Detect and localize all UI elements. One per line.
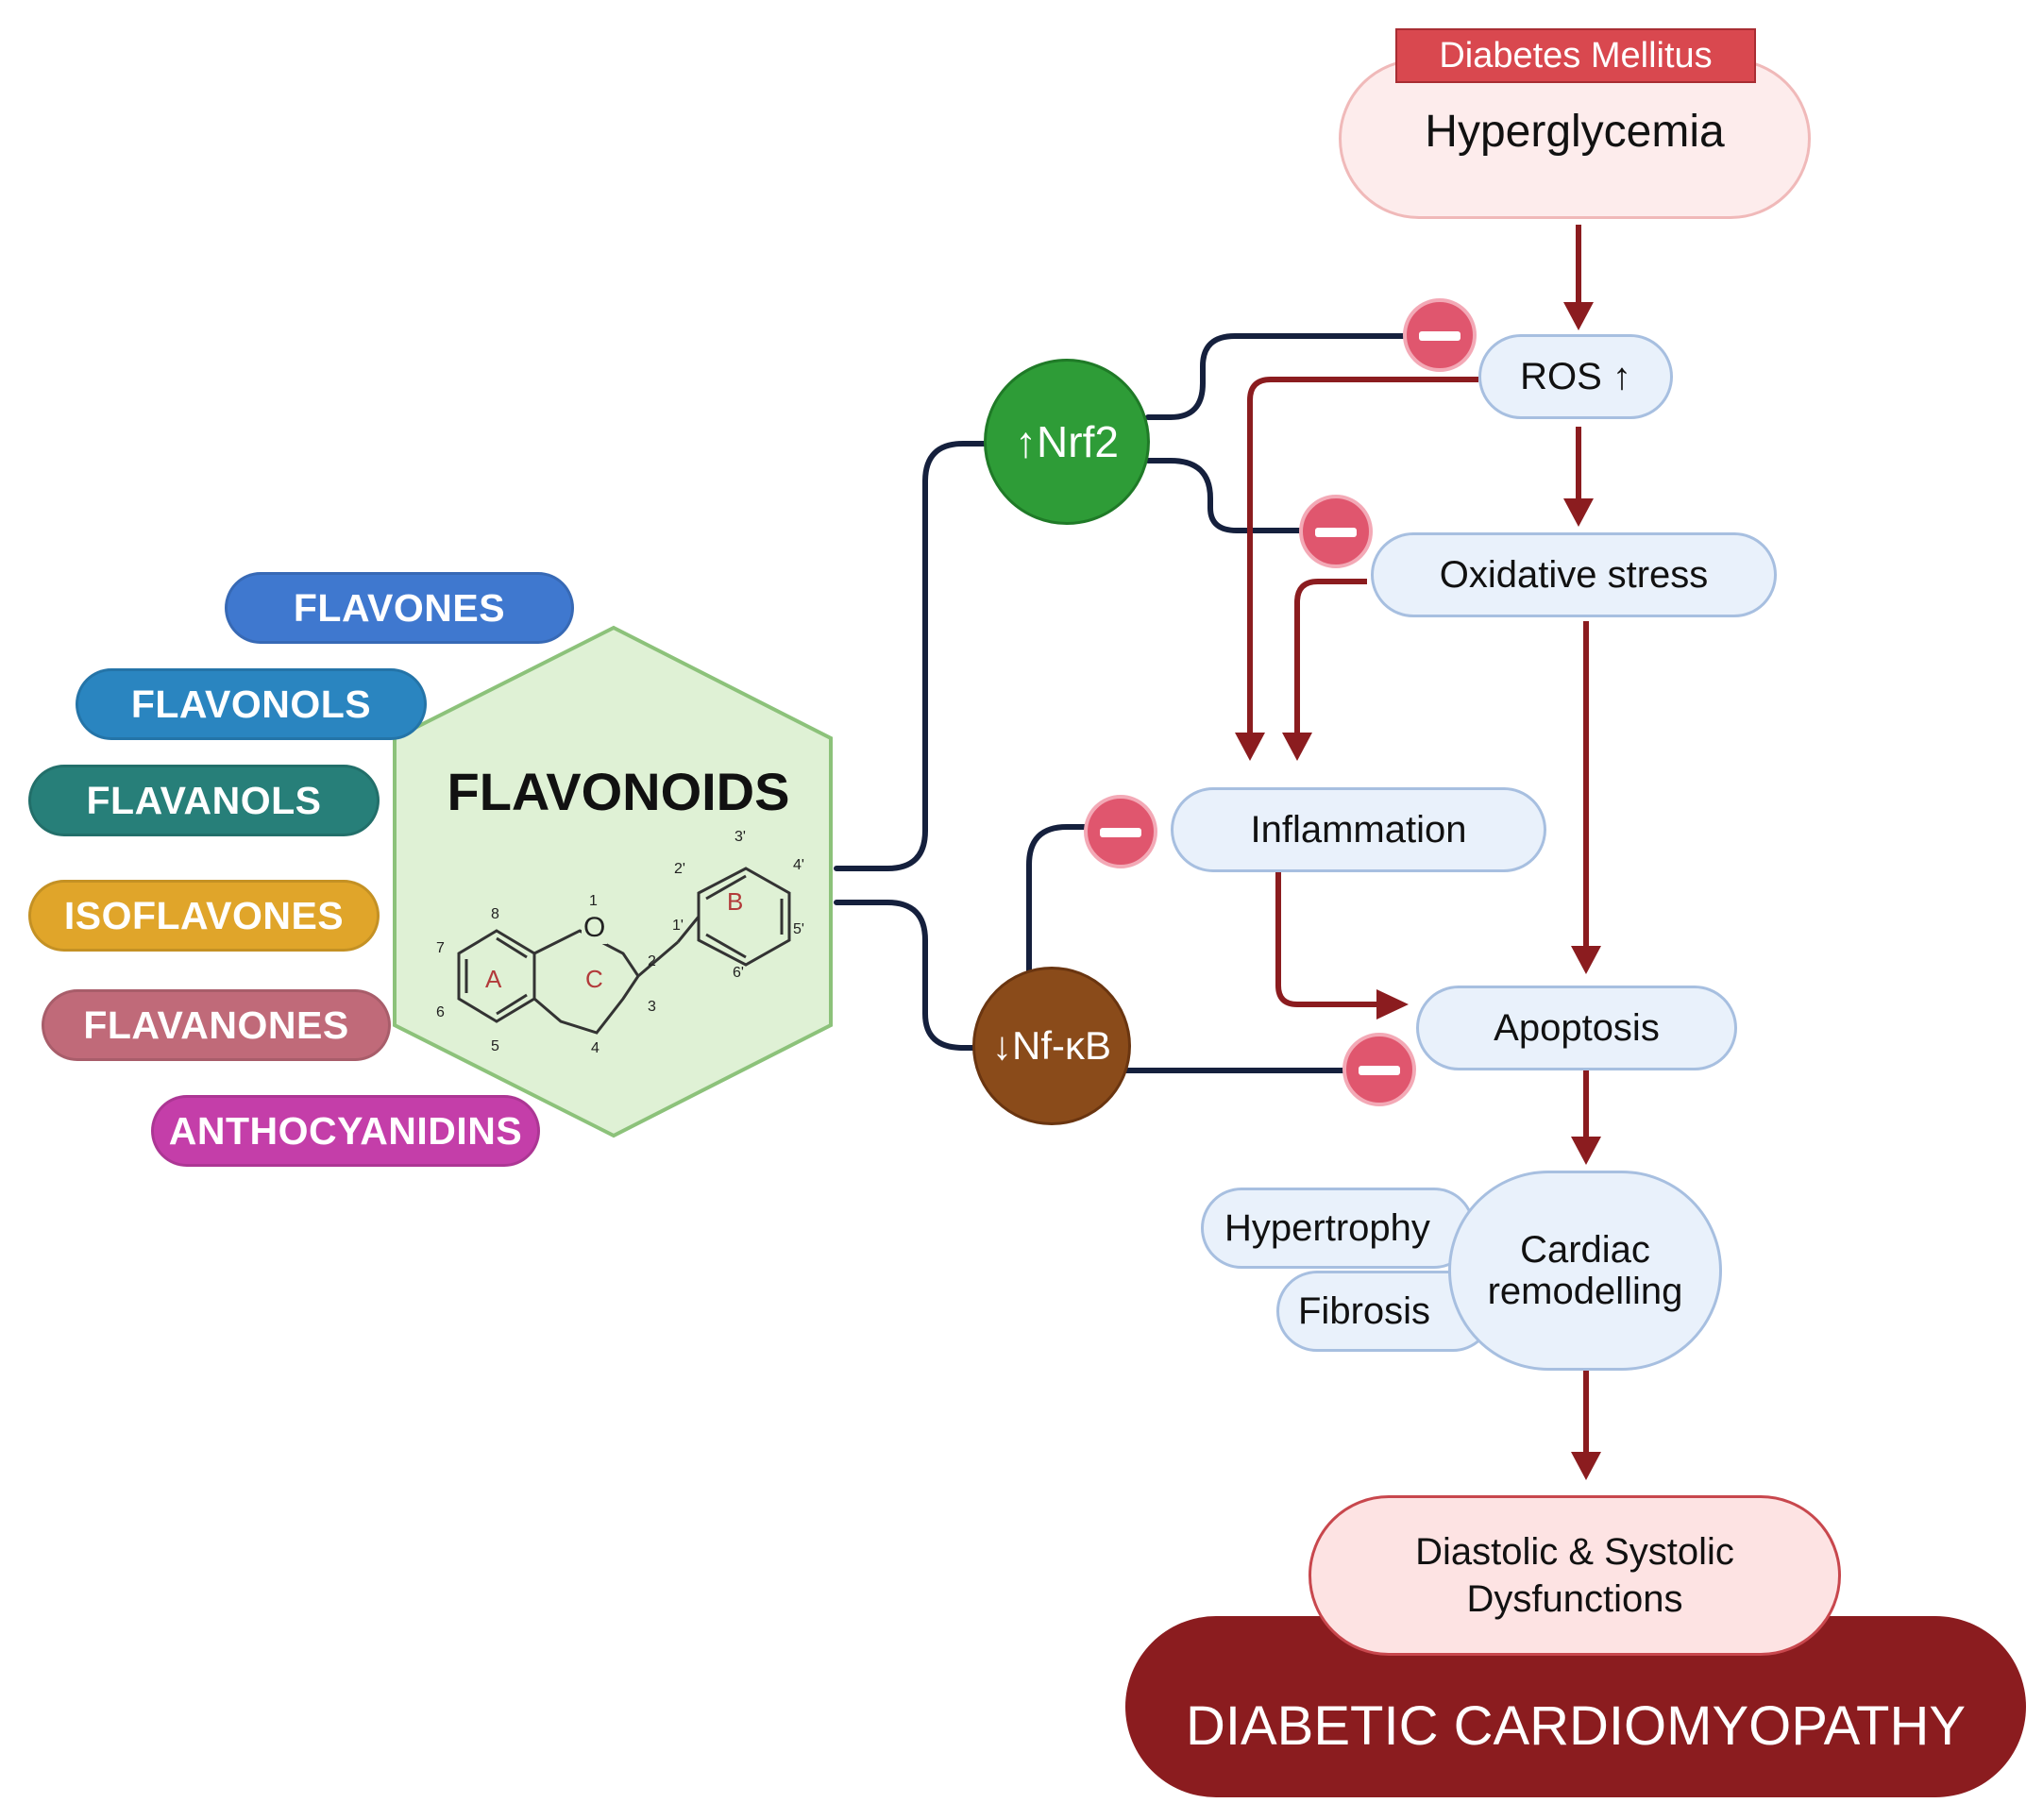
nrf2-to-oxidative-inhibition — [1145, 458, 1304, 533]
hypertrophy-node: Hypertrophy — [1201, 1188, 1475, 1269]
atom-number-3p: 3' — [734, 829, 746, 845]
connector-to-nrf2 — [834, 441, 994, 871]
nfkb-node: ↓Nf-κB — [972, 967, 1131, 1125]
inhibition-icon-oxidative — [1299, 495, 1373, 568]
cardiac-remodelling-line-2: remodelling — [1487, 1271, 1683, 1312]
cardiac-remodelling-node: Cardiac remodelling — [1448, 1171, 1722, 1371]
inflammation-node: Inflammation — [1171, 787, 1546, 872]
atom-number-6p: 6' — [733, 965, 744, 981]
class-anthocyanidins: ANTHOCYANIDINS — [151, 1095, 540, 1167]
arrow-ros-inflammation — [1247, 377, 1478, 734]
cardiac-remodelling-line-1: Cardiac — [1520, 1229, 1650, 1271]
atom-number-5p: 5' — [793, 921, 804, 937]
class-isoflavones: ISOFLAVONES — [28, 880, 380, 952]
diabetes-mellitus-label: Diabetes Mellitus — [1395, 28, 1756, 83]
ros-node: ROS ↑ — [1478, 334, 1673, 419]
atom-number-5: 5 — [491, 1038, 499, 1054]
atom-number-6: 6 — [436, 1004, 445, 1020]
atom-number-4: 4 — [591, 1040, 599, 1056]
atom-number-3: 3 — [648, 999, 656, 1015]
connector-to-nfkb — [834, 900, 985, 1051]
arrow-inflammation-apoptosis — [1275, 872, 1378, 1007]
inhibition-icon-inflammation — [1084, 795, 1157, 868]
nrf2-node: ↑Nrf2 — [984, 359, 1150, 525]
atom-number-4p: 4' — [793, 857, 804, 873]
ring-c-label: C — [585, 965, 603, 993]
nfkb-to-inflammation-inhibition — [1026, 824, 1089, 977]
ring-a-label: A — [485, 965, 502, 993]
atom-number-8: 8 — [491, 906, 499, 922]
class-flavones: FLAVONES — [225, 572, 574, 644]
nrf2-to-ros-inhibition — [1145, 333, 1410, 420]
arrow-oxidative-inflammation — [1294, 579, 1367, 734]
flavonoids-hexagon — [393, 625, 833, 1138]
atom-number-2: 2 — [648, 953, 656, 969]
class-flavonols: FLAVONOLS — [76, 668, 427, 740]
class-flavanols: FLAVANOLS — [28, 765, 380, 836]
flavonoid-structure — [457, 867, 791, 1035]
apoptosis-node: Apoptosis — [1416, 986, 1737, 1070]
atom-number-2p: 2' — [674, 861, 685, 877]
hyperglycemia-label: Hyperglycemia — [1425, 107, 1725, 157]
oxidative-stress-node: Oxidative stress — [1371, 532, 1777, 617]
dysfunctions-box: Diastolic & Systolic Dysfunctions — [1309, 1495, 1841, 1656]
ring-b-label: B — [727, 887, 744, 916]
inhibition-icon-ros — [1403, 298, 1477, 372]
oxygen-label: O — [582, 912, 608, 944]
atom-number-7: 7 — [436, 940, 445, 956]
atom-number-1p: 1' — [672, 918, 684, 934]
dysfunctions-line-2: Dysfunctions — [1466, 1578, 1683, 1620]
class-flavanones: FLAVANONES — [42, 989, 391, 1061]
inhibition-icon-apoptosis — [1342, 1033, 1416, 1106]
dysfunctions-line-1: Diastolic & Systolic — [1415, 1531, 1734, 1573]
atom-number-1: 1 — [589, 893, 598, 909]
flavonoids-title: FLAVONOIDS — [447, 762, 790, 821]
